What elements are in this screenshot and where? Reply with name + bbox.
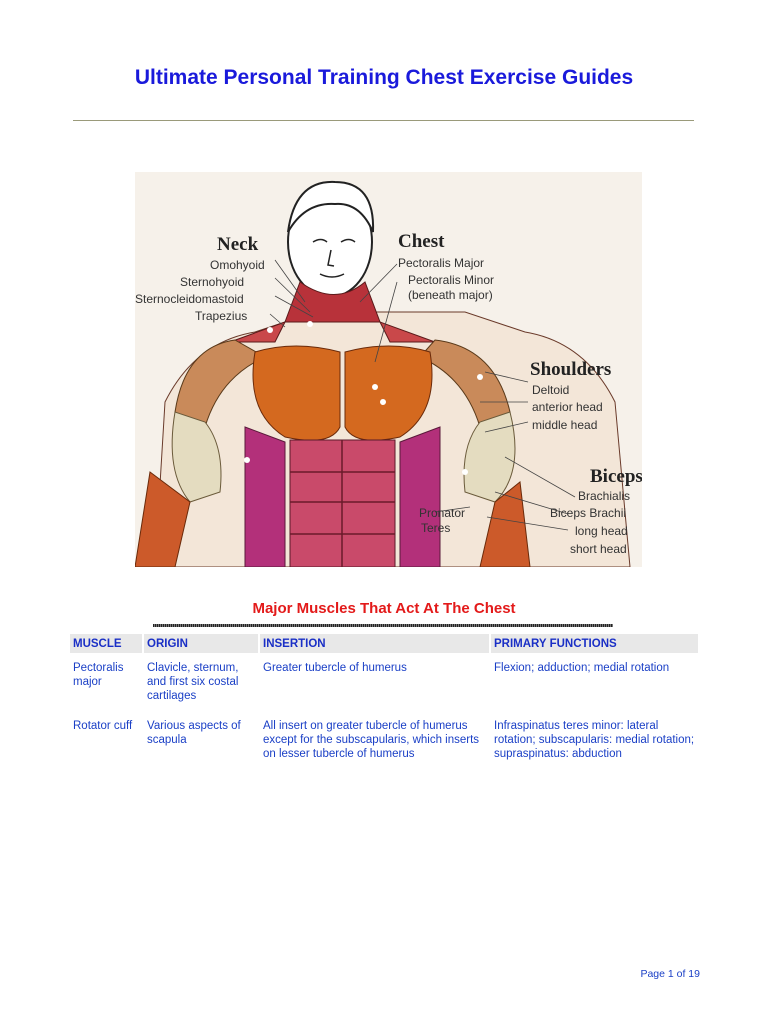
marker-dot [462, 469, 468, 475]
page-number: Page 1 of 19 [640, 968, 700, 980]
biceps-label-group: Biceps Brachialis Biceps Brachii long he… [550, 466, 642, 556]
shoulders-label: anterior head [532, 400, 603, 414]
table-header-row: MUSCLE ORIGIN INSERTION PRIMARY FUNCTION… [70, 634, 698, 653]
left-biceps-drawing [171, 411, 222, 503]
chest-label-group: Chest Pectoralis Major Pectoralis Minor … [398, 231, 494, 302]
chest-label: Pectoralis Major [398, 256, 484, 270]
face-features [312, 238, 356, 278]
shoulders-heading: Shoulders [530, 359, 611, 380]
column-header-primary-functions: PRIMARY FUNCTIONS [491, 634, 698, 653]
pronator-label: Pronator [419, 506, 465, 520]
marker-dot [244, 457, 250, 463]
biceps-heading: Biceps [590, 466, 642, 487]
right-forearm-drawing [479, 481, 531, 567]
chest-muscle-anatomy-figure: Neck Omohyoid Sternohyoid Sternocleidoma… [135, 172, 642, 567]
shoulders-label: middle head [532, 418, 597, 432]
origin-cell: Various aspects of scapula [147, 720, 241, 746]
right-biceps-drawing [463, 411, 516, 503]
label-leader-lines [269, 259, 576, 531]
marker-dot [307, 321, 313, 327]
section-title: Major Muscles That Act At The Chest [252, 600, 516, 617]
neck-label: Sternocleidomastoid [135, 292, 244, 306]
shoulders-label: Deltoid [532, 383, 569, 397]
title-divider [73, 120, 694, 121]
chest-heading: Chest [398, 231, 445, 252]
table-row: Rotator cuff Various aspects of scapula … [70, 711, 698, 769]
chest-label: Pectoralis Minor [408, 273, 494, 287]
biceps-label: short head [570, 542, 627, 556]
shoulders-label-group: Shoulders Deltoid anterior head middle h… [530, 359, 611, 432]
biceps-label: Brachialis [578, 489, 630, 503]
right-serratus-drawing [399, 426, 441, 567]
marker-dot [372, 384, 378, 390]
neck-label-group: Neck Omohyoid Sternohyoid Sternocleidoma… [135, 234, 265, 323]
anatomy-illustration: Neck Omohyoid Sternohyoid Sternocleidoma… [135, 180, 642, 567]
neck-heading: Neck [217, 234, 259, 255]
chest-muscles-table: MUSCLE ORIGIN INSERTION PRIMARY FUNCTION… [68, 634, 700, 769]
neck-label: Omohyoid [210, 258, 265, 272]
functions-cell: Flexion; adduction; medial rotation [494, 662, 670, 674]
left-serratus-drawing [244, 426, 286, 567]
muscle-cell: Pectoralis major [73, 662, 124, 688]
document-title: Ultimate Personal Training Chest Exercis… [134, 66, 634, 89]
functions-cell: Infraspinatus teres minor: lateral rotat… [494, 720, 695, 760]
column-header-insertion: INSERTION [260, 634, 489, 653]
column-header-origin: ORIGIN [144, 634, 258, 653]
table-row: Pectoralis major Clavicle, sternum, and … [70, 653, 698, 711]
trapezius-drawing [229, 321, 436, 343]
hair-drawing [287, 180, 375, 233]
muscle-cell: Rotator cuff [73, 720, 133, 732]
pronator-label: Teres [421, 521, 450, 535]
marker-dot [380, 399, 386, 405]
section-divider [153, 624, 613, 627]
abdominal-lines [290, 440, 395, 567]
neck-label: Sternohyoid [180, 275, 244, 289]
origin-cell: Clavicle, sternum, and first six costal … [147, 662, 239, 702]
left-forearm-drawing [135, 471, 191, 567]
biceps-label: long head [575, 524, 628, 538]
muscle-marker-dots [244, 321, 483, 475]
pronator-label-group: Pronator Teres [419, 506, 465, 535]
insertion-cell: Greater tubercle of humerus [263, 662, 407, 674]
marker-dot [477, 374, 483, 380]
chest-label: (beneath major) [408, 288, 493, 302]
neck-muscles [284, 281, 381, 323]
insertion-cell: All insert on greater tubercle of humeru… [263, 720, 480, 760]
right-pectoral-drawing [344, 345, 433, 441]
left-pectoral-drawing [252, 345, 341, 441]
marker-dot [267, 327, 273, 333]
biceps-label: Biceps Brachii [550, 506, 626, 520]
column-header-muscle: MUSCLE [70, 634, 142, 653]
neck-label: Trapezius [195, 309, 247, 323]
